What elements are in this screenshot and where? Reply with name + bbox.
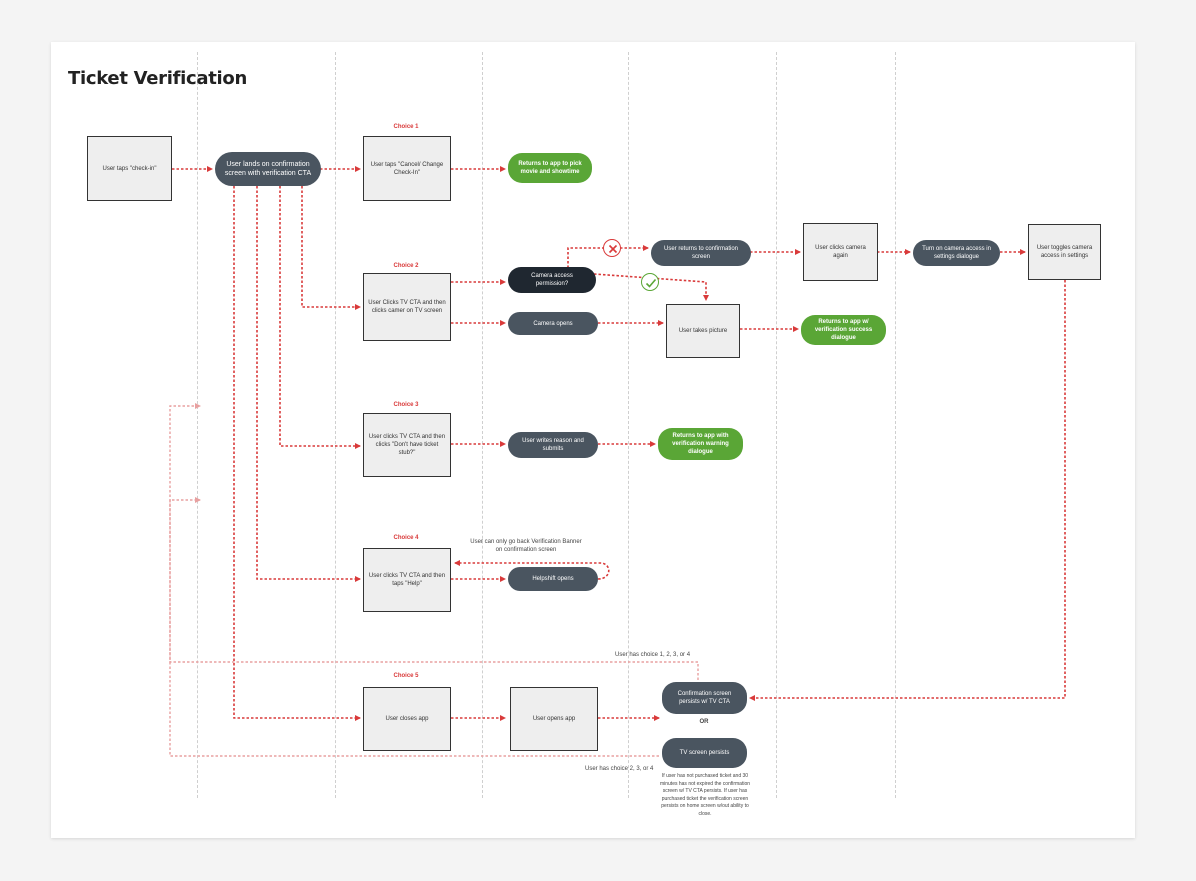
note-go-back-banner: User can only go back Verification Banne… — [470, 539, 582, 553]
lane-divider — [482, 52, 483, 798]
node-user-clicks-camera-again: User clicks camera again — [803, 223, 878, 281]
check-circle-icon — [641, 273, 659, 291]
page-title: Ticket Verification — [68, 68, 247, 89]
node-user-takes-picture: User takes picture — [666, 304, 740, 358]
or-label: OR — [699, 719, 709, 725]
arrow-permission-allow — [593, 273, 709, 301]
node-clicks-tv-camera: User Clicks TV CTA and then clicks camer… — [363, 273, 451, 341]
node-user-taps-checkin: User taps "check-in" — [87, 136, 172, 201]
node-camera-opens: Camera opens — [508, 312, 598, 335]
note-has-choice-234: User has choice 2, 3, or 4 — [585, 766, 654, 772]
arrow-toggle-to-persists — [749, 280, 1066, 701]
node-writes-reason: User writes reason and submits — [508, 432, 598, 458]
node-user-opens-app: User opens app — [510, 687, 598, 751]
node-camera-permission: Camera access permission? — [508, 267, 596, 293]
node-returns-pick-movie: Returns to app to pick movie and showtim… — [508, 153, 592, 183]
arrow-permission-deny — [567, 245, 649, 268]
node-turn-on-camera-access: Turn on camera access in settings dialog… — [913, 240, 1000, 266]
node-clicks-tv-help: User clicks TV CTA and then taps "Help" — [363, 548, 451, 612]
lane-divider — [776, 52, 777, 798]
node-clicks-tv-dont-have: User clicks TV CTA and then clicks "Don'… — [363, 413, 451, 477]
node-helpshift-opens: Helpshift opens — [508, 567, 598, 591]
node-user-returns-confirmation: User returns to confirmation screen — [651, 240, 751, 266]
lane-divider — [335, 52, 336, 798]
arrow-landing-to-choice5 — [233, 186, 361, 721]
node-user-toggles-camera: User toggles camera access in settings — [1028, 224, 1101, 280]
node-confirmation-persists: Confirmation screen persists w/ TV CTA — [662, 682, 747, 714]
arrow-landing-to-choice4 — [256, 186, 361, 582]
node-returns-success: Returns to app w/ verification success d… — [801, 315, 886, 345]
node-returns-warning: Returns to app with verification warning… — [658, 428, 743, 460]
node-user-lands: User lands on confirmation screen with v… — [215, 152, 321, 186]
lane-divider — [197, 52, 198, 798]
x-circle-icon — [603, 239, 621, 257]
lane-divider — [895, 52, 896, 798]
choice-label: Choice 2 — [393, 263, 419, 269]
arrow-helpshift-back — [454, 560, 610, 580]
choice-label: Choice 5 — [393, 673, 419, 679]
arrow-landing-to-choice2 — [301, 186, 361, 310]
choice-label: Choice 1 — [393, 124, 419, 130]
loop-choice-234 — [169, 497, 659, 757]
choice-label: Choice 4 — [393, 535, 419, 541]
node-user-closes-app: User closes app — [363, 687, 451, 751]
node-cancel-change: User taps "Cancel/ Change Check-In" — [363, 136, 451, 201]
node-tv-screen-persists: TV screen persists — [662, 738, 747, 768]
choice-label: Choice 3 — [393, 402, 419, 408]
note-has-choice-1234: User has choice 1, 2, 3, or 4 — [615, 652, 691, 658]
note-footnote: If user has not purchased ticket and 30 … — [659, 773, 751, 817]
lane-divider — [628, 52, 629, 798]
arrow-landing-to-choice3 — [279, 186, 361, 449]
